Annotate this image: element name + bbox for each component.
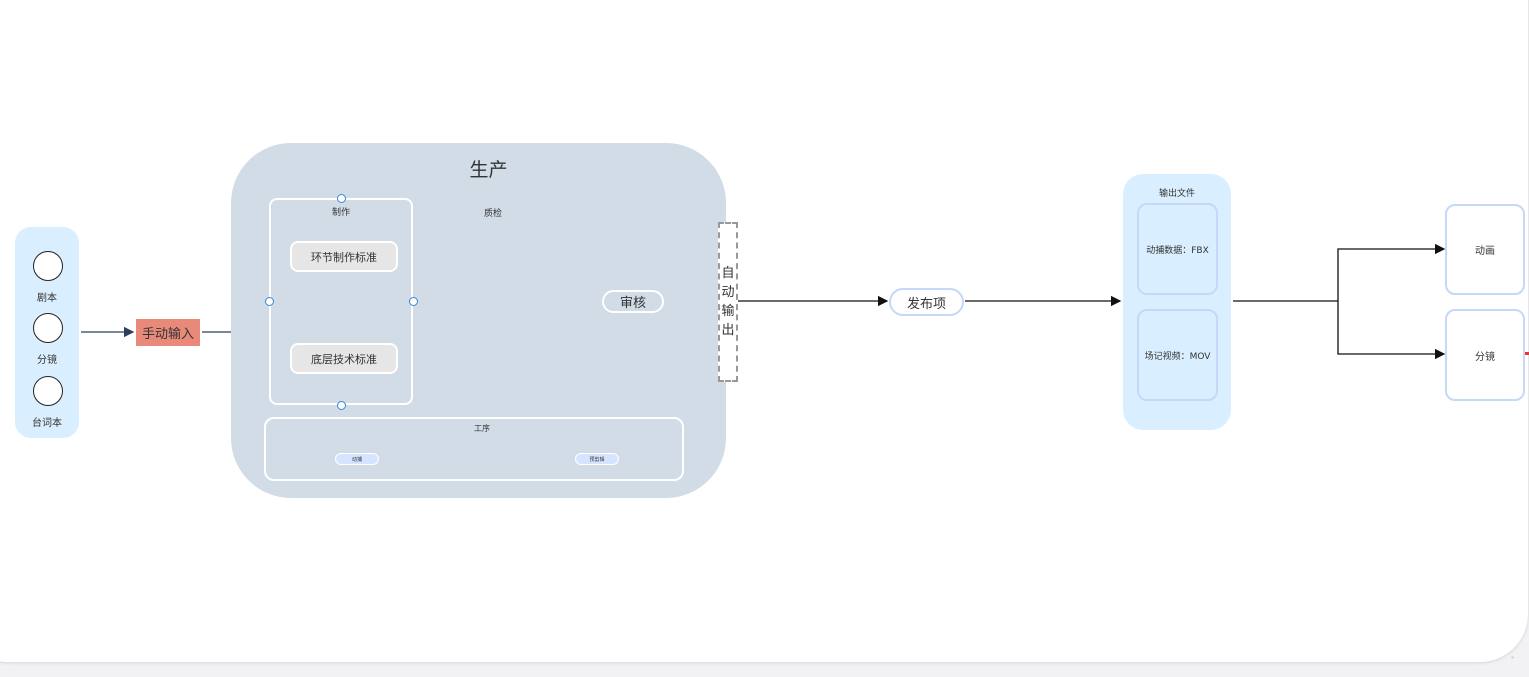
connection-handle-left[interactable] <box>265 297 274 306</box>
output-file-mov[interactable]: 场记视频：MOV <box>1137 309 1218 401</box>
input-label-script: 剧本 <box>37 293 57 304</box>
qc-title: 质检 <box>483 209 502 219</box>
make-title: 制作 <box>331 208 350 218</box>
connection-handle-top[interactable] <box>337 194 346 203</box>
input-label-storyboard: 分镜 <box>37 355 57 366</box>
process-title: 工序 <box>474 424 490 433</box>
input-label-lines: 台词本 <box>32 418 62 429</box>
arrow-output-to-animation <box>1233 243 1446 302</box>
auto-output-char: 出 <box>721 323 735 338</box>
connection-handle-bottom[interactable] <box>337 401 346 410</box>
stage-standard-node[interactable]: 环节制作标准 <box>290 241 398 272</box>
process-container[interactable] <box>264 417 684 481</box>
output-files-title: 输出文件 <box>1158 189 1195 199</box>
auto-output-char: 输 <box>721 304 735 319</box>
publish-node[interactable]: 发布项 <box>889 288 964 316</box>
auto-output-node[interactable]: 自 动 输 出 <box>718 222 738 382</box>
target-animation[interactable]: 动画 <box>1445 204 1525 295</box>
production-title: 生产 <box>469 159 508 181</box>
output-files-group[interactable] <box>1123 174 1231 430</box>
auto-output-char: 自 <box>721 266 735 281</box>
auto-output-char: 动 <box>721 285 735 300</box>
arrow-output-to-storyboard <box>1337 301 1446 360</box>
manual-input-node[interactable]: 手动输入 <box>136 319 200 346</box>
input-node-lines[interactable] <box>33 376 63 406</box>
process-to-node[interactable]: 预剪辑 <box>575 453 619 465</box>
tech-standard-node[interactable]: 底层技术标准 <box>290 343 398 374</box>
review-node[interactable]: 审核 <box>602 290 664 313</box>
process-from-node[interactable]: 动捕 <box>335 453 379 465</box>
output-file-fbx[interactable]: 动捕数据：FBX <box>1137 203 1218 295</box>
input-node-storyboard[interactable] <box>33 313 63 343</box>
connection-handle-right[interactable] <box>409 297 418 306</box>
input-node-script[interactable] <box>33 251 63 281</box>
production-group[interactable] <box>231 143 726 498</box>
target-storyboard[interactable]: 分镜 <box>1445 309 1525 401</box>
